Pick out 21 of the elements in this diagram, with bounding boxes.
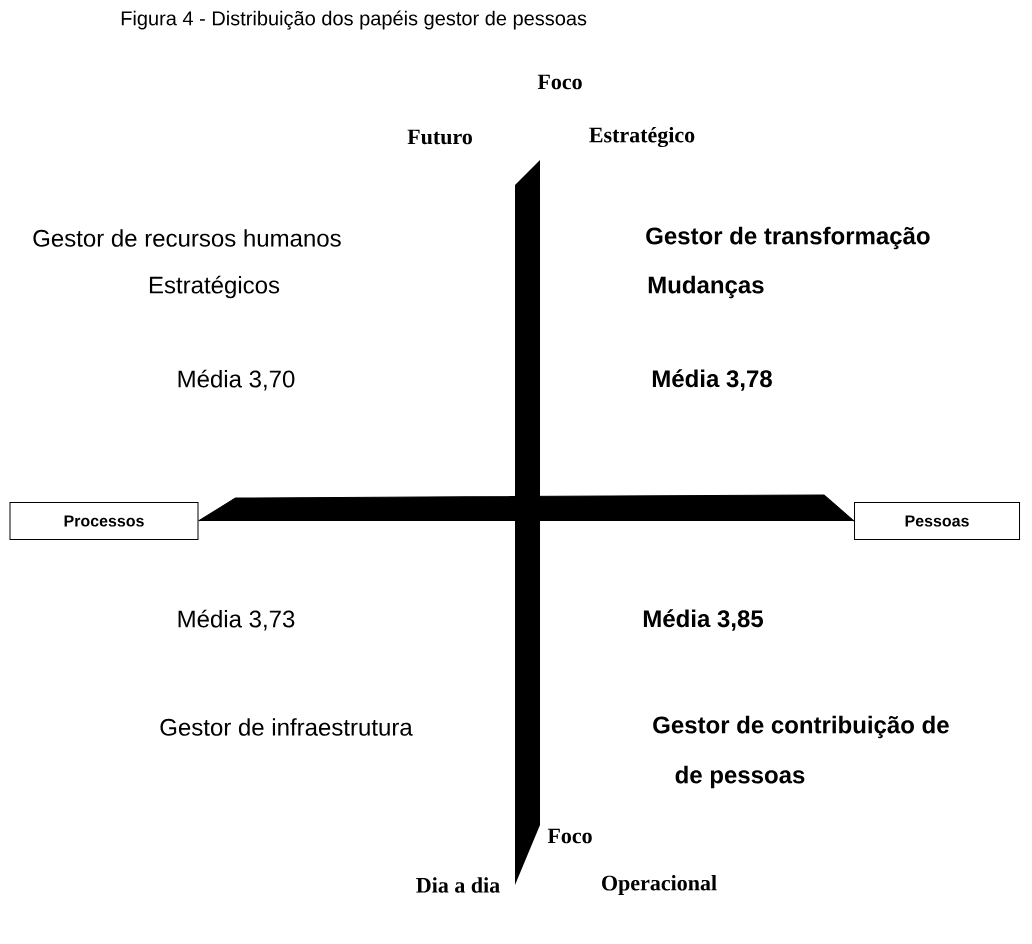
quadrant-label: Média 3,73 bbox=[178, 609, 295, 631]
quadrant-label: Estratégico bbox=[589, 126, 695, 148]
axis-bar bbox=[198, 494, 855, 522]
quadrant-label: Média 3,85 bbox=[643, 609, 763, 631]
quadrant-label: Dia a dia bbox=[416, 877, 500, 893]
quadrant-label: Estratégicos bbox=[149, 275, 280, 299]
quadrant-label: Gestor de contribuição de bbox=[653, 715, 949, 739]
figure-title: Figura 4 - Distribuição dos papéis gestor de pessoas bbox=[121, 10, 587, 30]
quadrant-label: de pessoas bbox=[675, 765, 805, 789]
quadrant-label: Gestor de infraestrutura bbox=[160, 718, 413, 736]
axis-end-box: Processos bbox=[9, 502, 199, 540]
quadrant-label: Gestor de recursos humanos bbox=[33, 229, 341, 247]
quadrant-label: Operacional bbox=[602, 875, 717, 895]
axis-end-box: Pessoas bbox=[854, 502, 1020, 540]
quadrant-label: Mudanças bbox=[648, 275, 764, 299]
quadrant-label: Média 3,70 bbox=[178, 369, 295, 391]
quadrant-label: Futuro bbox=[407, 129, 472, 145]
quadrant-label: Gestor de transformação bbox=[646, 226, 930, 250]
quadrant-label: Foco bbox=[537, 74, 582, 90]
quadrant-label: Média 3,78 bbox=[652, 369, 772, 391]
quadrant-label: Foco bbox=[547, 828, 592, 844]
